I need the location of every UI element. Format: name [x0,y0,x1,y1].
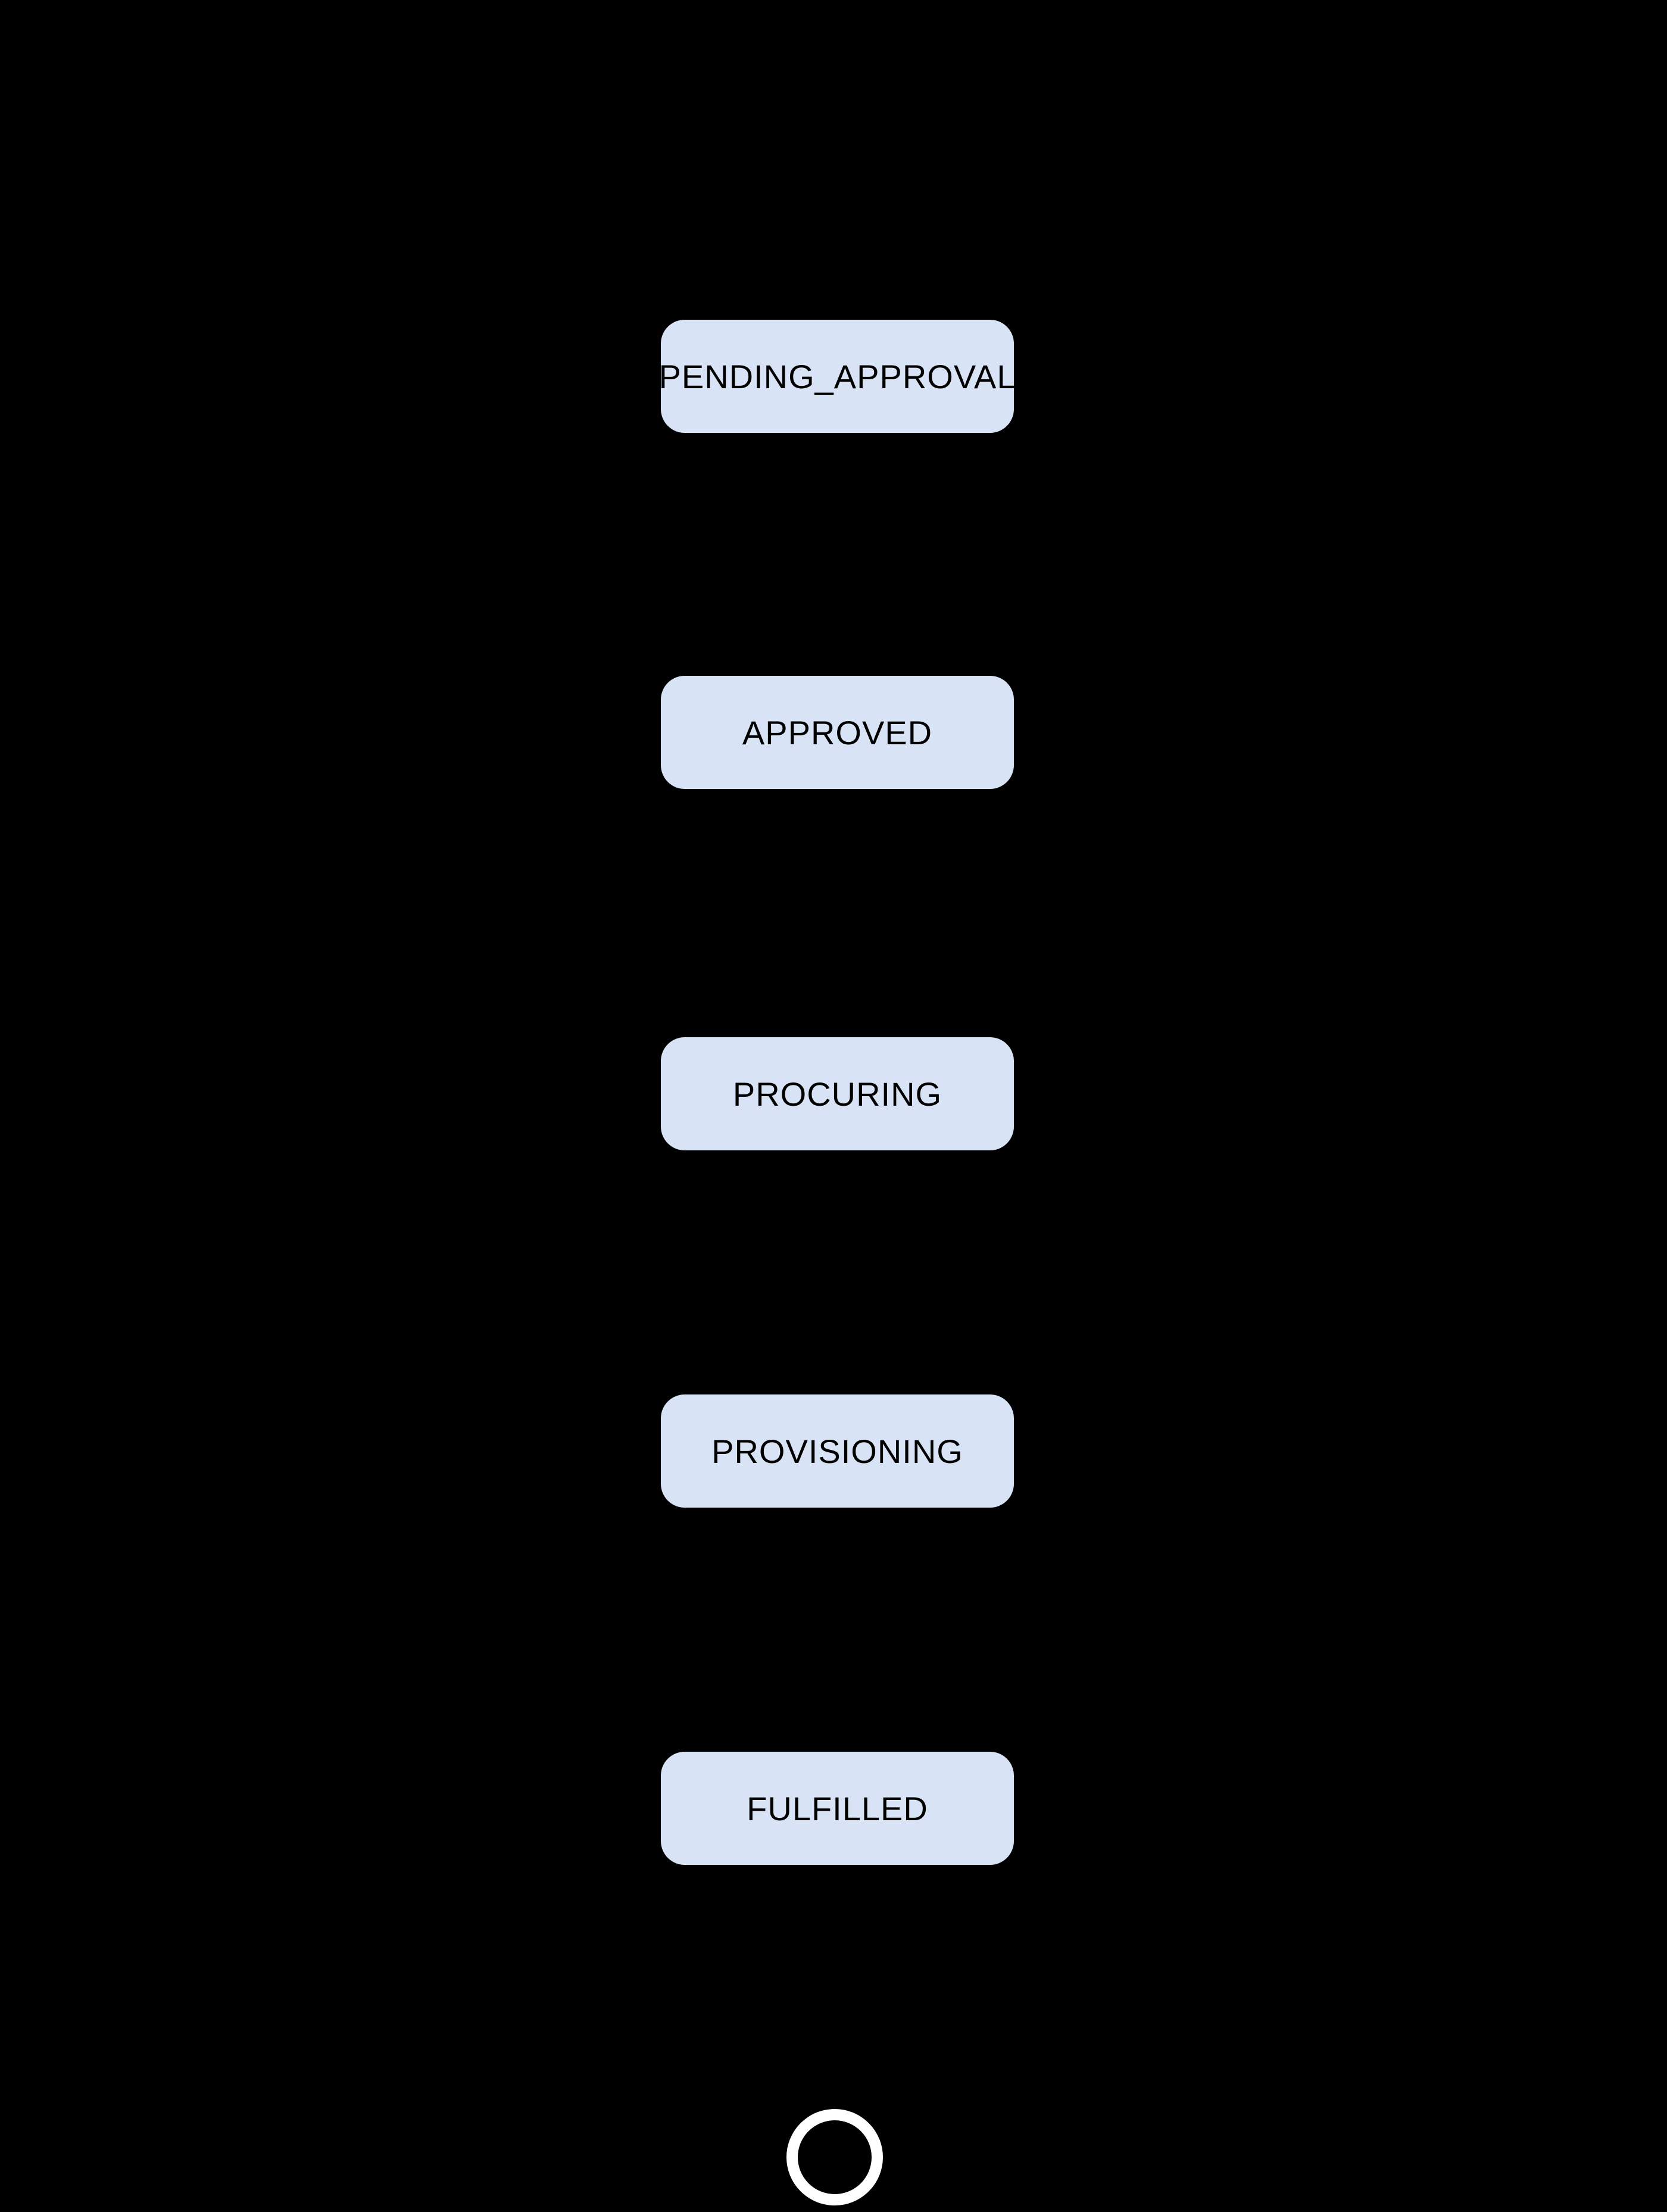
state-label: FULFILLED [747,1789,928,1827]
state-label: APPROVED [742,713,933,751]
final-state-circle-icon [786,2109,883,2205]
state-label: PROVISIONING [711,1432,963,1470]
state-node-fulfilled: FULFILLED [661,1752,1014,1865]
state-label: PENDING_APPROVAL [658,357,1016,395]
state-node-approved: APPROVED [661,676,1014,789]
state-node-pending-approval: PENDING_APPROVAL [658,320,1016,433]
state-node-procuring: PROCURING [661,1037,1014,1150]
state-node-provisioning: PROVISIONING [661,1394,1014,1508]
state-label: PROCURING [732,1075,942,1113]
